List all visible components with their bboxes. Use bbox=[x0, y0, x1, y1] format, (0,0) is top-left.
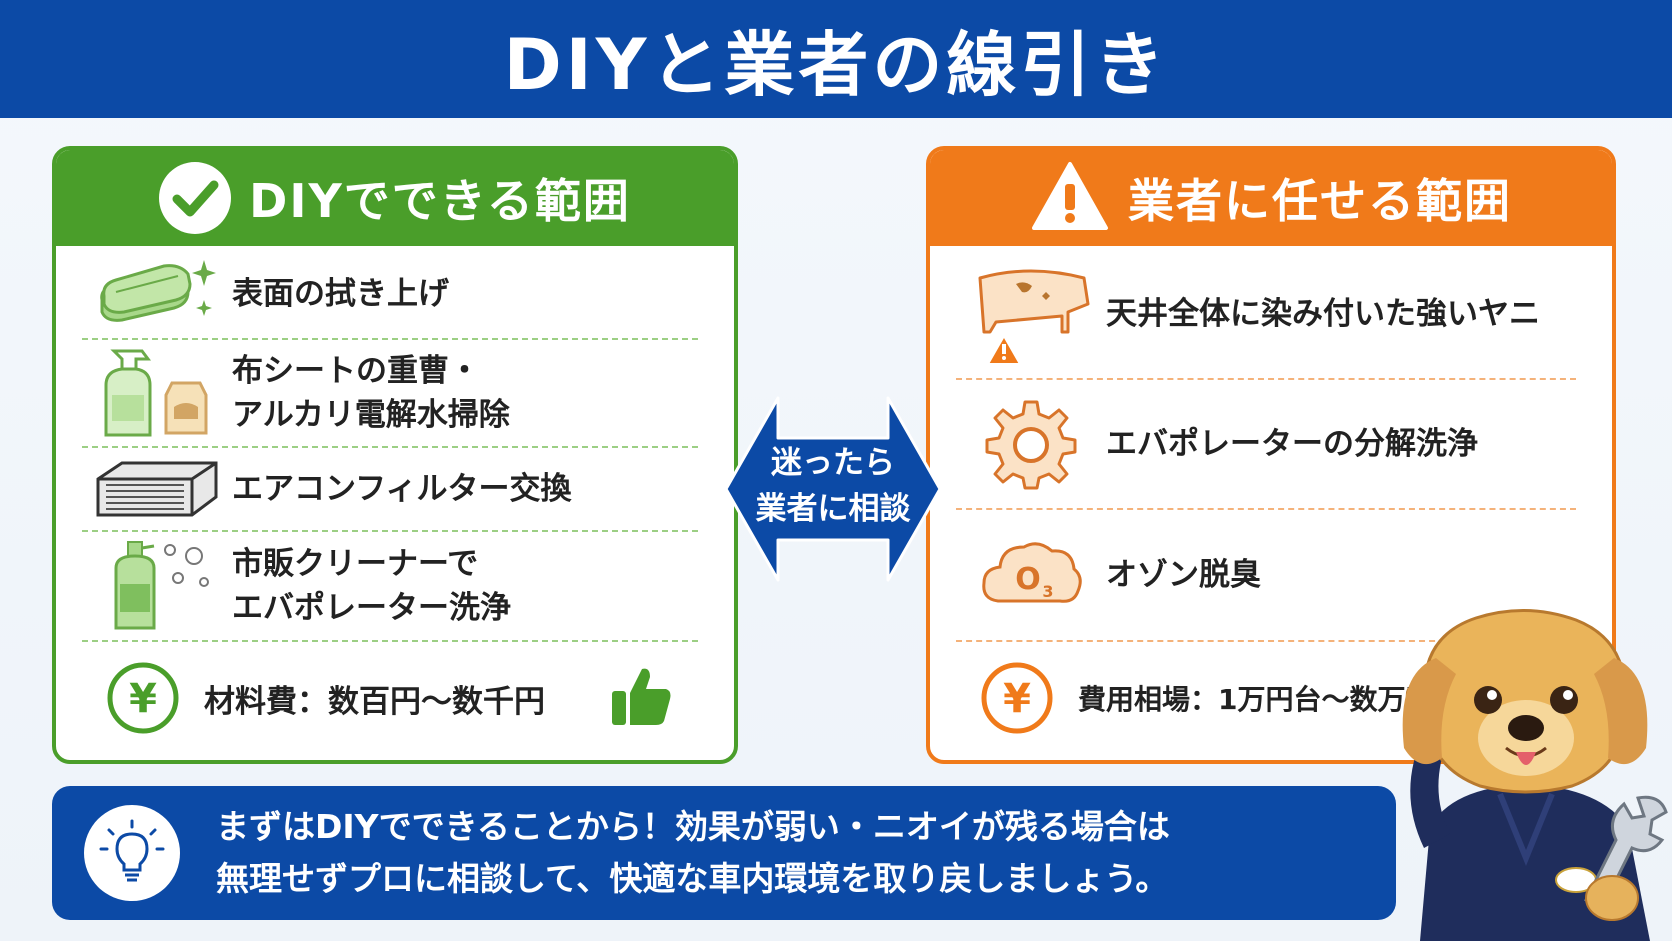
air-filter-icon bbox=[82, 457, 232, 521]
diy-cost: 材料費：数百円〜数千円 bbox=[204, 683, 545, 720]
lightbulb-icon bbox=[84, 805, 180, 901]
center-label: 迷ったら 業者に相談 bbox=[744, 440, 922, 532]
thumbs-up-icon bbox=[608, 663, 674, 733]
diy-cost-row: ¥ 材料費：数百円〜数千円 bbox=[82, 646, 698, 750]
pro-item-1: 天井全体に染み付いた強いヤニ bbox=[956, 250, 1576, 380]
center-label-line-1: 迷ったら bbox=[771, 445, 895, 481]
warning-icon bbox=[1030, 160, 1110, 236]
svg-text:3: 3 bbox=[1042, 582, 1053, 601]
diy-item-4-text-1: 市販クリーナーで bbox=[232, 546, 479, 582]
footer-text-line-2: 無理せずプロに相談して、快適な車内環境を取り戻しましょう。 bbox=[216, 859, 1169, 898]
footer-banner: まずはDIYでできることから！効果が弱い・ニオイが残る場合は 無理せずプロに相談… bbox=[52, 786, 1396, 920]
diy-item-2-text-1: 布シートの重曹・ bbox=[232, 353, 480, 389]
cleaner-can-icon bbox=[82, 538, 232, 634]
double-arrow-icon bbox=[724, 396, 942, 582]
svg-text:¥: ¥ bbox=[129, 676, 157, 722]
gear-icon bbox=[956, 396, 1106, 492]
pro-item-2: エバポレーターの分解洗浄 bbox=[956, 380, 1576, 510]
footer-text: まずはDIYでできることから！効果が弱い・ニオイが残る場合は 無理せずプロに相談… bbox=[216, 801, 1170, 905]
pro-heading: 業者に任せる範囲 bbox=[1128, 174, 1512, 228]
check-icon bbox=[159, 162, 232, 234]
footer-text-line-1: まずはDIYでできることから！効果が弱い・ニオイが残る場合は bbox=[216, 807, 1170, 846]
diy-item-2-text-2: アルカリ電解水掃除 bbox=[232, 397, 510, 433]
towel-icon bbox=[82, 256, 232, 332]
pro-item-2-text: エバポレーターの分解洗浄 bbox=[1106, 426, 1478, 462]
mascot-dog-illustration bbox=[1402, 608, 1668, 941]
ozone-cloud-icon: O 3 bbox=[956, 535, 1106, 615]
diy-item-4-text-2: エバポレーター洗浄 bbox=[232, 590, 511, 626]
title-bar: DIYと業者の線引き bbox=[0, 0, 1672, 118]
diy-item-4: 市販クリーナーで エバポレーター洗浄 bbox=[82, 532, 698, 642]
diy-heading: DIYでできる範囲 bbox=[249, 174, 631, 228]
diy-item-3: エアコンフィルター交換 bbox=[82, 448, 698, 532]
yen-icon: ¥ bbox=[956, 660, 1078, 736]
svg-text:¥: ¥ bbox=[1003, 676, 1031, 722]
diy-item-3-text: エアコンフィルター交換 bbox=[232, 471, 572, 507]
page-title: DIYと業者の線引き bbox=[503, 23, 1169, 106]
pro-panel: 業者に任せる範囲 天井全体に染み付いた強いヤニ エバポレーターの分解洗浄 bbox=[926, 146, 1616, 764]
spray-bottle-icon bbox=[82, 345, 232, 441]
yen-icon: ¥ bbox=[82, 660, 204, 736]
pro-item-3: O 3 オゾン脱臭 bbox=[956, 510, 1576, 642]
diy-item-1-text: 表面の拭き上げ bbox=[232, 276, 449, 312]
svg-text:O: O bbox=[1015, 562, 1041, 597]
pro-item-1-text: 天井全体に染み付いた強いヤニ bbox=[1106, 296, 1540, 332]
stained-ceiling-icon bbox=[956, 264, 1106, 364]
diy-panel-header: DIYでできる範囲 bbox=[56, 150, 734, 246]
diy-item-2: 布シートの重曹・ アルカリ電解水掃除 bbox=[82, 340, 698, 448]
pro-item-3-text: オゾン脱臭 bbox=[1106, 557, 1261, 593]
pro-cost-row: ¥ 費用相場：1万円台〜数万円 bbox=[956, 646, 1576, 750]
center-label-line-2: 業者に相談 bbox=[755, 491, 911, 527]
pro-panel-header: 業者に任せる範囲 bbox=[930, 150, 1612, 246]
diy-item-1: 表面の拭き上げ bbox=[82, 250, 698, 340]
pro-cost: 費用相場：1万円台〜数万円 bbox=[1078, 683, 1434, 716]
diy-panel: DIYでできる範囲 表面の拭き上げ 布シートの重曹・ bbox=[52, 146, 738, 764]
